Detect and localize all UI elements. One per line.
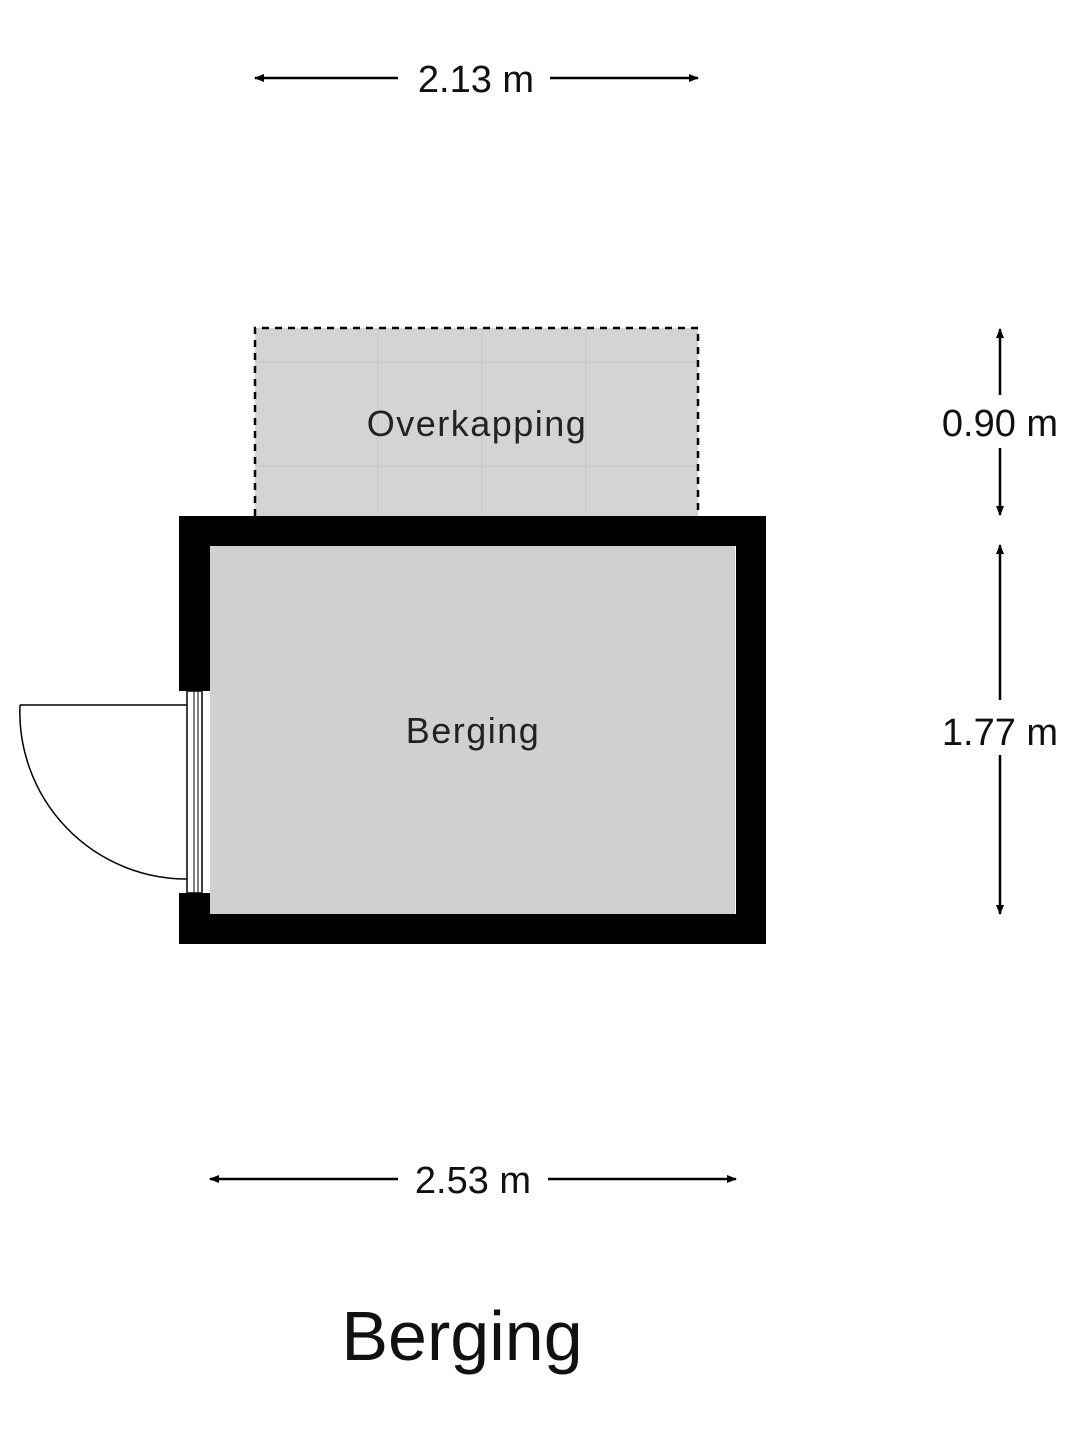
wall-left-upper (179, 516, 210, 691)
berging-room-label: Berging (406, 710, 541, 751)
door-symbol (19, 690, 203, 894)
door-swing-arc (19, 704, 188, 880)
overkapping-dashed-outline (253, 326, 700, 516)
wall-top (179, 516, 766, 546)
dimension-overkapping-depth: 0.90 m (942, 328, 1058, 516)
dimension-label-top-width: 2.13 m (418, 59, 534, 101)
berging-room: Berging (179, 516, 766, 944)
wall-bottom (179, 914, 766, 944)
dimension-bottom-width: 2.53 m (209, 1160, 737, 1202)
dimension-top-width: 2.13 m (254, 59, 699, 101)
overkapping-fill (255, 328, 698, 516)
overkapping-tile-grid (255, 328, 698, 516)
overkapping-area: Overkapping (253, 326, 700, 516)
wall-left-lower (179, 893, 210, 944)
plan-title: Berging (341, 1297, 582, 1375)
wall-right (736, 516, 766, 944)
dimension-label-overkapping-depth: 0.90 m (942, 403, 1058, 445)
dimension-berging-depth: 1.77 m (942, 544, 1058, 915)
overkapping-label: Overkapping (367, 403, 588, 444)
dimension-label-berging-depth: 1.77 m (942, 712, 1058, 754)
dimension-label-bottom-width: 2.53 m (415, 1160, 531, 1202)
berging-floor (210, 546, 735, 914)
